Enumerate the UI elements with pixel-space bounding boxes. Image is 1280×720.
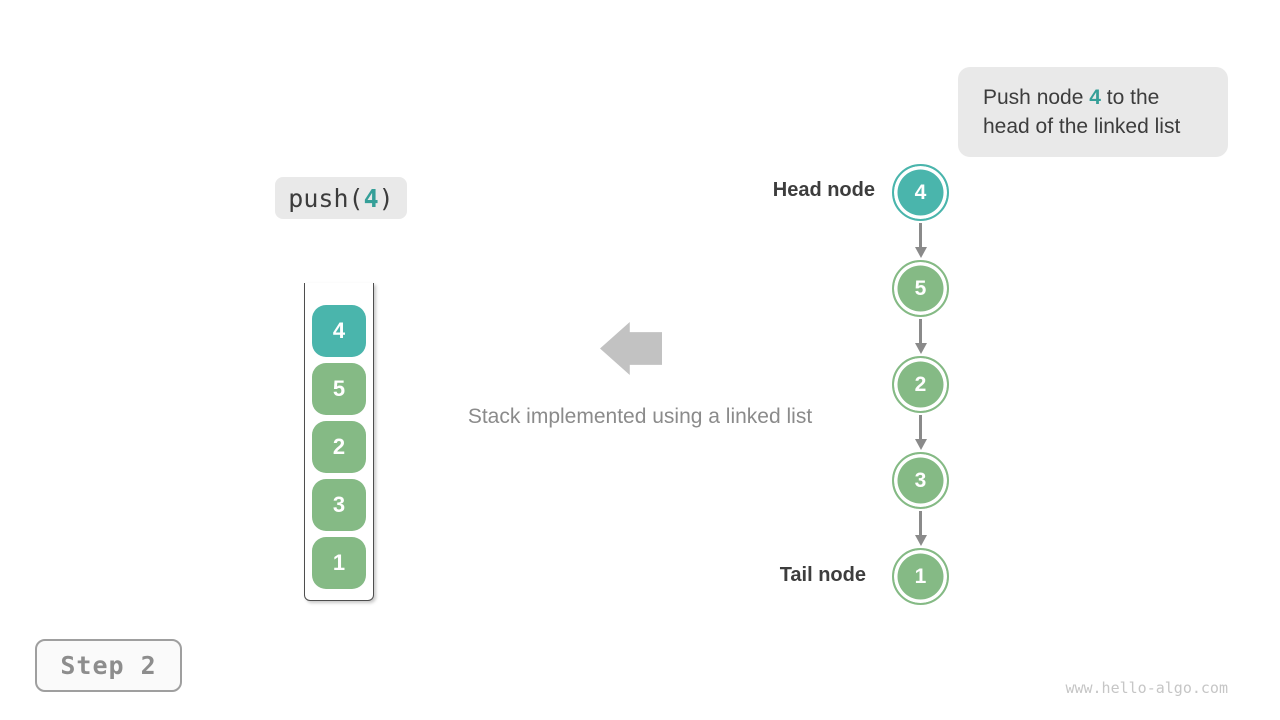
- callout-line1-suffix: to the: [1100, 86, 1160, 109]
- diagram-caption: Stack implemented using a linked list: [467, 405, 813, 428]
- list-arrow-icon: [892, 319, 949, 354]
- callout-highlight-value: 4: [1089, 86, 1101, 109]
- left-block-arrow-icon: [600, 322, 662, 375]
- push-operation-label: push(4): [275, 177, 407, 219]
- list-arrow-icon: [892, 511, 949, 546]
- operation-arg: 4: [363, 183, 379, 213]
- callout-text: Push node 4 to the head of the linked li…: [983, 83, 1180, 141]
- push-annotation-callout: Push node 4 to the head of the linked li…: [958, 67, 1228, 157]
- stack-item: 4: [312, 305, 366, 357]
- stack-item: 3: [312, 479, 366, 531]
- stack-item: 1: [312, 537, 366, 589]
- list-node: 1: [892, 548, 949, 605]
- stack-item: 2: [312, 421, 366, 473]
- list-node: 5: [892, 260, 949, 317]
- stack-item: 5: [312, 363, 366, 415]
- operation-suffix: ): [378, 183, 394, 213]
- list-node: 2: [892, 356, 949, 413]
- step-badge: Step 2: [35, 639, 182, 692]
- watermark: www.hello-algo.com: [1065, 679, 1228, 697]
- head-node-label: Head node: [772, 179, 875, 201]
- list-node: 4: [892, 164, 949, 221]
- linked-list: 4 5 2 3 1: [892, 164, 949, 635]
- callout-line2: head of the linked list: [983, 115, 1181, 138]
- stack-container: 4 5 2 3 1: [304, 283, 374, 601]
- list-node: 3: [892, 452, 949, 509]
- list-arrow-icon: [892, 415, 949, 450]
- tail-node-label: Tail node: [779, 564, 866, 586]
- operation-prefix: push(: [288, 183, 364, 213]
- callout-line1-prefix: Push node: [983, 86, 1090, 109]
- list-arrow-icon: [892, 223, 949, 258]
